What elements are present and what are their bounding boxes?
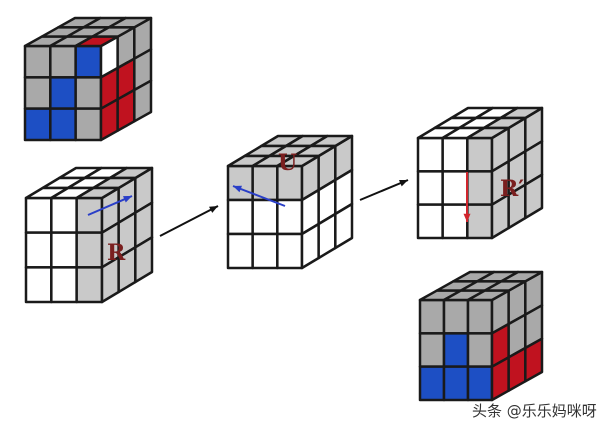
move-u-right-sticker — [334, 202, 354, 250]
r-move-direction-arrow-head — [123, 196, 132, 203]
move-u-top-sticker — [276, 154, 320, 168]
move-r-top-sticker — [75, 186, 120, 200]
move-u-front-sticker — [276, 232, 304, 270]
start-state-front-sticker — [74, 107, 103, 142]
start-state-front-sticker — [74, 44, 103, 79]
start-state-front-sticker — [74, 76, 103, 110]
step-arrow-2-head — [399, 179, 408, 187]
step-arrow-1-head — [209, 206, 218, 213]
move-r-front-sticker — [50, 231, 78, 269]
start-state-right-sticker — [133, 79, 153, 123]
move-u-front-sticker — [226, 198, 254, 236]
move-r-prime-top-sticker — [466, 126, 510, 140]
step-arrow-1 — [159, 205, 219, 237]
start-state-front-sticker — [23, 44, 52, 79]
move-u-front-sticker — [226, 164, 254, 202]
watermark: 头条 @乐乐妈咪呀 — [472, 402, 597, 420]
move-r-prime-front-sticker — [416, 203, 444, 240]
start-state-front-sticker — [49, 76, 77, 110]
move-r-front-sticker — [75, 266, 104, 304]
end-state-front-sticker — [442, 332, 470, 368]
end-state-front-sticker — [442, 365, 470, 402]
move-r-prime-front-sticker — [416, 170, 444, 206]
end-state-front-sticker — [418, 332, 446, 368]
move-r-front-sticker — [50, 266, 78, 304]
start-state-front-sticker — [23, 107, 52, 142]
start-state-front-sticker — [49, 44, 77, 79]
step-arrow-2 — [359, 179, 409, 201]
move-r-front-sticker — [24, 196, 53, 234]
move-u-front-sticker — [226, 232, 254, 270]
end-state-front-sticker — [442, 298, 470, 335]
u-move-direction-arrow-head — [233, 185, 242, 193]
end-state-front-sticker — [418, 298, 446, 335]
move-r-front-sticker — [24, 231, 53, 269]
move-r-front-sticker — [50, 196, 78, 234]
move-u-front-sticker — [251, 232, 279, 270]
move-r-prime-front-sticker — [441, 136, 469, 173]
end-state-front-sticker — [466, 332, 494, 368]
start-state-front-sticker — [23, 76, 52, 110]
move-u-front-sticker — [251, 198, 279, 236]
move-r-prime-front-sticker — [466, 203, 494, 240]
move-label-u: U — [278, 150, 298, 176]
end-state-front-sticker — [418, 365, 446, 402]
end-state-front-sticker — [466, 298, 494, 335]
move-r-prime-front-sticker — [466, 136, 494, 173]
r-prime-move-direction-arrow-head — [463, 213, 471, 222]
end-state-top-sticker — [466, 289, 510, 302]
start-state-top-sticker — [74, 35, 119, 48]
end-state-right-sticker — [524, 337, 544, 383]
move-label-r: R — [107, 240, 126, 266]
end-state-front-sticker — [466, 365, 494, 402]
move-r-prime-front-sticker — [441, 203, 469, 240]
move-r-prime-front-sticker — [441, 170, 469, 206]
move-r-prime-front-sticker — [466, 170, 494, 206]
move-r-prime-front-sticker — [416, 136, 444, 173]
u-move-direction-arrow — [232, 185, 286, 207]
move-r-front-sticker — [75, 231, 104, 269]
move-r-prime-right-sticker — [524, 173, 544, 220]
move-label-r-prime: R′ — [500, 176, 525, 202]
move-r-front-sticker — [24, 266, 53, 304]
move-r-right-sticker — [134, 236, 154, 284]
start-state-front-sticker — [49, 107, 77, 142]
